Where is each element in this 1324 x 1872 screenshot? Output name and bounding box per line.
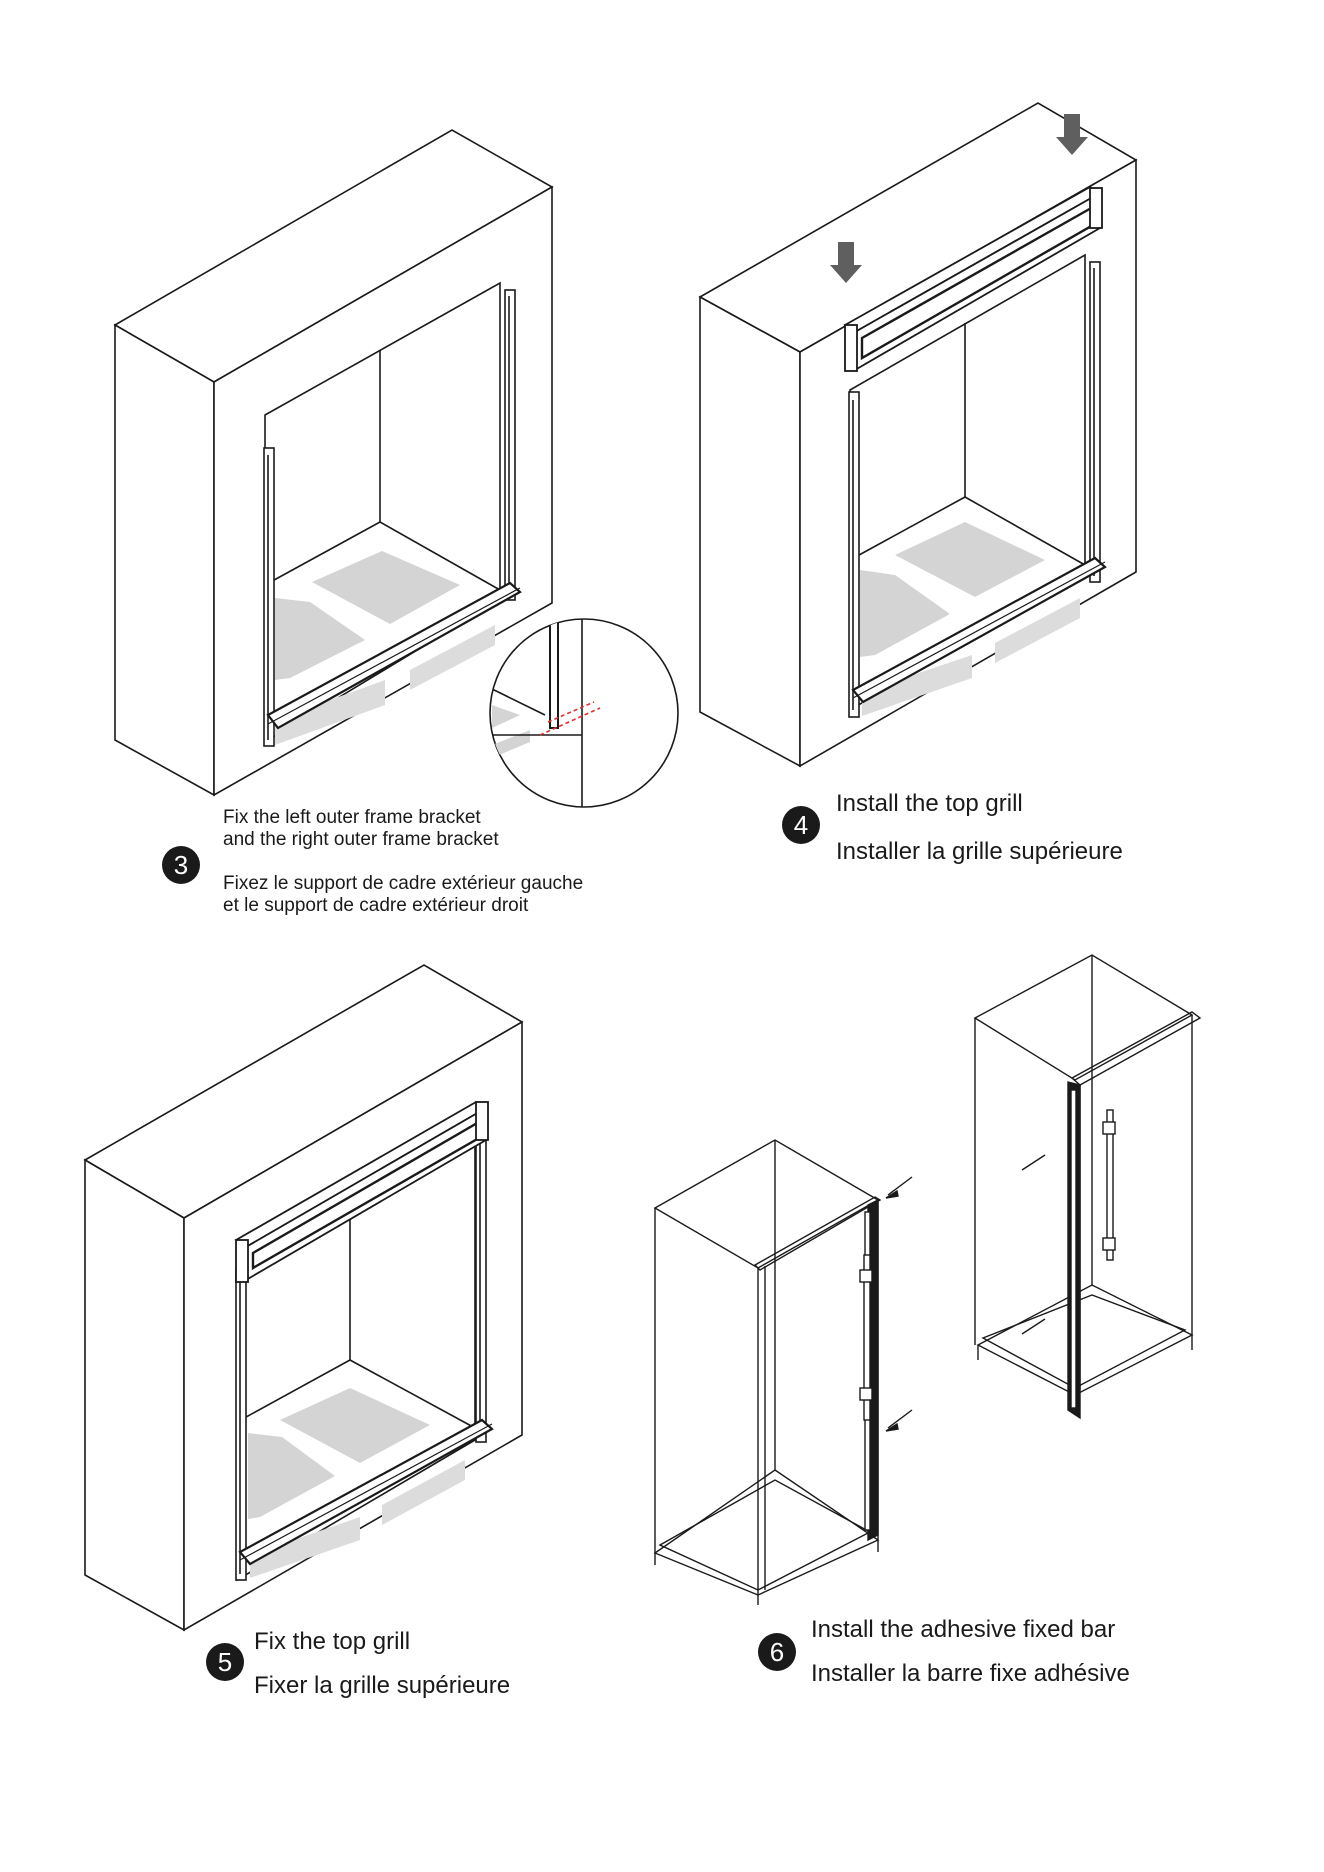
step5-top-grill-installed (234, 1100, 489, 1283)
step3-fireplace-illustration (113, 129, 679, 808)
step4-heater-pad-right (895, 522, 1045, 597)
step3-zoom-detail (489, 618, 679, 808)
step5-heater-pad-left (248, 1433, 335, 1519)
step4-heater-pad-left (860, 570, 950, 657)
step6-assembly-left (653, 1139, 913, 1605)
step4-down-arrow-left (830, 242, 862, 283)
step6-caption-en: Install the adhesive fixed bar (811, 1616, 1116, 1643)
step5-caption-en: Fix the top grill (254, 1628, 411, 1655)
step4-number-badge: 4 (782, 806, 820, 844)
step6-adhesive-bar-right (1067, 1081, 1081, 1420)
step3-caption-fr-line2: et le support de cadre extérieur droit (223, 895, 529, 916)
step5-heater-pad-right (280, 1388, 430, 1463)
step6-handle-right (1106, 1109, 1114, 1261)
step5-fireplace-illustration (83, 964, 524, 1632)
step4-caption-en: Install the top grill (836, 790, 1023, 817)
step5-caption-fr: Fixer la grille supérieure (254, 1672, 511, 1699)
step3-number-badge: 3 (162, 846, 200, 884)
step6-handle-left (863, 1254, 871, 1421)
step3-heater-pad-left (275, 598, 365, 680)
step3-heater-pad-right (312, 551, 460, 624)
step4-top-grill (843, 185, 1103, 372)
step3-right-frame-bracket (504, 289, 516, 601)
step4-right-frame-bracket (1089, 261, 1101, 583)
step3-caption-fr-line1: Fixez le support de cadre extérieur gauc… (223, 873, 584, 894)
step4-caption-fr: Installer la grille supérieure (836, 838, 1123, 865)
step4-down-arrow-right (1056, 114, 1088, 155)
step6-caption-fr: Installer la barre fixe adhésive (811, 1660, 1130, 1687)
step3-caption-en-line2: and the right outer frame bracket (223, 829, 499, 850)
step6-number-badge: 6 (758, 1633, 796, 1671)
step4-fireplace-illustration (698, 102, 1138, 768)
step5-number-badge: 5 (206, 1643, 244, 1681)
step6-assembly-right (973, 954, 1202, 1420)
step3-left-frame-bracket (263, 447, 275, 747)
step3-caption-en-line1: Fix the left outer frame bracket (223, 807, 481, 828)
step4-left-frame-bracket (848, 391, 860, 718)
